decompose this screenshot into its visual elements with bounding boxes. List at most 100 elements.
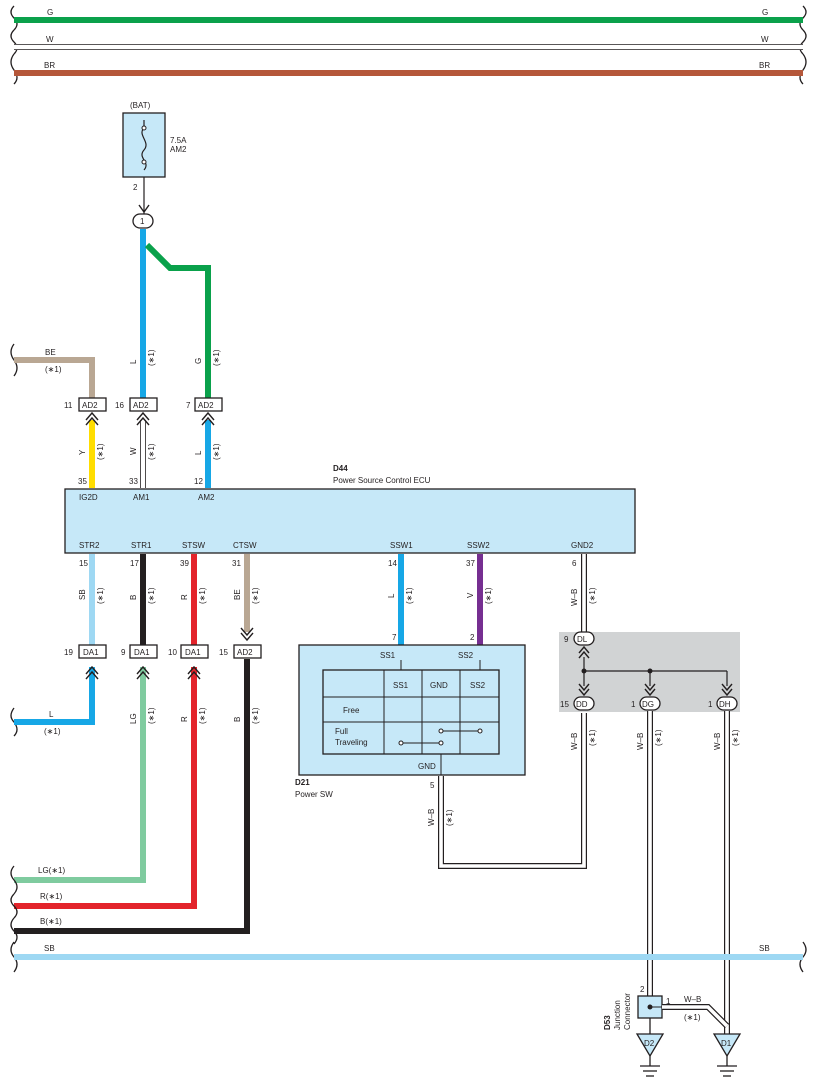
b-wire-note: (∗1) [147,587,156,604]
ad2-connector-11 [78,397,107,412]
ecu-label-str2: STR2 [79,541,100,550]
ecu-label-stsw: STSW [182,541,206,550]
lg-wire-label: LG [129,713,138,724]
chevron-down-icon [578,683,590,697]
be-wire-note: (∗1) [45,365,62,374]
ad2-connector-15-name: AD2 [237,648,253,657]
l-wire-str2-label: L [49,710,54,719]
ad2-connector-11-name: AD2 [82,401,98,410]
dd-connector-pin: 15 [560,700,569,709]
ecu-label-ssw2: SSW2 [467,541,490,550]
wires-into-ecu: Y (∗1) W (∗1) L (∗1) [78,411,221,488]
connectors-ad2-upper: AD2 11 AD2 16 AD2 7 [64,397,223,412]
chevron-up-icon [136,411,150,426]
fuse-name: AM2 [170,145,187,154]
v-wire-note: (∗1) [484,587,493,604]
g-wire-note: (∗1) [212,349,221,366]
dg-connector [639,696,661,711]
upper-wires: BE (∗1) L (∗1) G (∗1) [10,229,221,398]
l-wire-str2 [14,667,95,725]
chevron-down-icon [644,683,656,697]
switch-table-header-ss2: SS2 [470,681,486,690]
ecu-pin-ig2d: 35 [78,477,87,486]
wb-wire-switch-gnd [439,713,586,868]
ecu-label-str1: STR1 [131,541,152,550]
break-mark [10,865,18,895]
l-wire-am2-note: (∗1) [212,443,221,460]
ecu-pin-am1: 33 [129,477,138,486]
da1-connector-9-pin: 9 [121,648,126,657]
chevron-up-icon [578,645,590,659]
y-wire-note: (∗1) [96,443,105,460]
ecu-pin-am2: 12 [194,477,203,486]
w-wire-note: (∗1) [147,443,156,460]
wb-wire-dh-note: (∗1) [731,729,740,746]
b-wire-lower [14,659,250,934]
b-wire-lower-label: B [233,717,242,722]
ad2-connector-7-pin: 7 [186,401,191,410]
ground-d2-icon [635,1033,665,1058]
g-wire-am2 [144,242,211,398]
wb-wire-dd-note: (∗1) [588,729,597,746]
power-switch-label-ss1: SS1 [380,651,396,660]
be-wire-ctsw-label: BE [233,589,242,600]
g-bus-label-right: G [762,8,768,17]
break-mark [10,893,18,919]
da1-connector-9-name: DA1 [134,648,150,657]
sb-bus: SB SB [10,941,807,973]
break-mark [10,917,18,945]
b-wire-end-label: B(∗1) [40,917,62,926]
ecu-label-gnd2: GND2 [571,541,594,550]
dh-connector-name: DH [719,700,731,709]
wb-wire-dg-label: W–B [636,733,645,750]
ecu-code: D44 [333,464,348,473]
junction-block: DL 9 DD 15 DG 1 DH 1 W–B (∗1) W–B (∗1) W… [559,631,740,1034]
d53-name-line2: Connector [623,993,632,1030]
be-wire-label: BE [45,348,56,357]
wb-wire-d53-note: (∗1) [684,1013,701,1022]
dl-connector [573,631,595,646]
ecu-pin-str2: 15 [79,559,88,568]
da1-connector-19-name: DA1 [83,648,99,657]
switch-table [322,669,500,755]
d53-name-line1: Junction [613,1000,622,1030]
dd-connector [573,696,595,711]
y-wire-label: Y [78,449,87,455]
wb-wire-d53-label: W–B [684,995,701,1004]
connector-1-label: 1 [140,217,145,226]
break-mark [10,53,18,85]
da1-connector-10-name: DA1 [185,648,201,657]
v-wire-label: V [466,592,475,598]
chevron-up-icon [85,411,99,426]
g-wire-label: G [194,358,203,364]
wb-wire-dh-label: W–B [713,733,722,750]
break-mark [799,29,807,55]
ecu-pin-ssw2: 37 [466,559,475,568]
sb-bus-label-left: SB [44,944,55,953]
ad2-connector-7-name: AD2 [198,401,214,410]
junction-connector-d53: 2 1 D53 Junction Connector W–B (∗1) D2 D… [603,985,742,1077]
switch-table-header-gnd: GND [430,681,448,690]
ecu-pin-str1: 17 [130,559,139,568]
switch-table-row-traveling: Traveling [335,738,368,747]
switch-table-header-ss1: SS1 [393,681,409,690]
connector-1 [132,213,154,229]
wires-out-of-ecu: SB (∗1) B (∗1) R (∗1) BE (∗1) L (∗1) V (… [78,554,597,645]
power-switch-label-ss2: SS2 [458,651,474,660]
d53-pin-1: 1 [666,997,671,1006]
lg-wire-note: (∗1) [147,707,156,724]
r-wire-note: (∗1) [198,587,207,604]
ad2-connector-15 [233,644,262,659]
ad2-connector-7 [194,397,223,412]
sb-wire-note: (∗1) [96,587,105,604]
power-switch-d21: 7 2 SS1 SS2 SS1 GND SS2 Free Full Travel… [295,633,587,869]
l-wire-am2-label: L [194,450,203,455]
wb-wire-gnd2-label: W–B [570,589,579,606]
power-switch-pin-ss1: 7 [392,633,397,642]
l-wire-str2-note: (∗1) [44,727,61,736]
b-wire-lower-note: (∗1) [251,707,260,724]
ecu-name: Power Source Control ECU [333,476,431,485]
da1-connector-10-pin: 10 [168,648,177,657]
power-switch-pin-gnd: 5 [430,781,435,790]
chevron-down-icon [240,627,254,642]
